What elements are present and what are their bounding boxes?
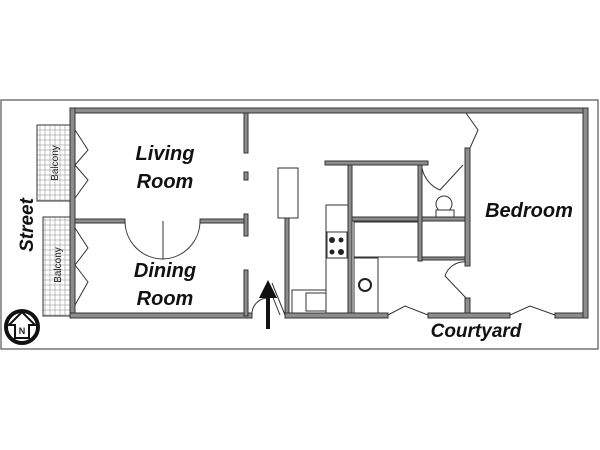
courtyard-label: Courtyard bbox=[431, 321, 522, 342]
interior-walls bbox=[74, 112, 471, 317]
exterior-walls bbox=[69, 107, 589, 319]
dining-room-label-1: Dining bbox=[134, 260, 196, 282]
balcony-bottom-label: Balcony bbox=[53, 247, 64, 283]
living-room-label-2: Room bbox=[137, 171, 194, 193]
washing-machine bbox=[353, 257, 379, 314]
kitchen-fixtures bbox=[277, 167, 455, 314]
stove bbox=[326, 231, 348, 259]
living-room-label-1: Living bbox=[136, 143, 195, 165]
north-compass-icon bbox=[4, 309, 40, 345]
plan-border bbox=[0, 99, 599, 350]
fridge bbox=[277, 167, 299, 219]
balcony-bottom bbox=[42, 216, 71, 317]
dining-room-label-2: Room bbox=[137, 288, 194, 310]
doors-windows bbox=[74, 112, 556, 316]
bathtub bbox=[353, 221, 419, 258]
balcony-top-label: Balcony bbox=[50, 145, 61, 181]
bedroom-label: Bedroom bbox=[485, 200, 573, 222]
entrance-arrow-icon bbox=[259, 280, 277, 329]
counter bbox=[325, 204, 349, 314]
balcony-top bbox=[36, 124, 71, 202]
street-label: Street bbox=[17, 197, 38, 252]
compass-label: N bbox=[19, 326, 26, 336]
